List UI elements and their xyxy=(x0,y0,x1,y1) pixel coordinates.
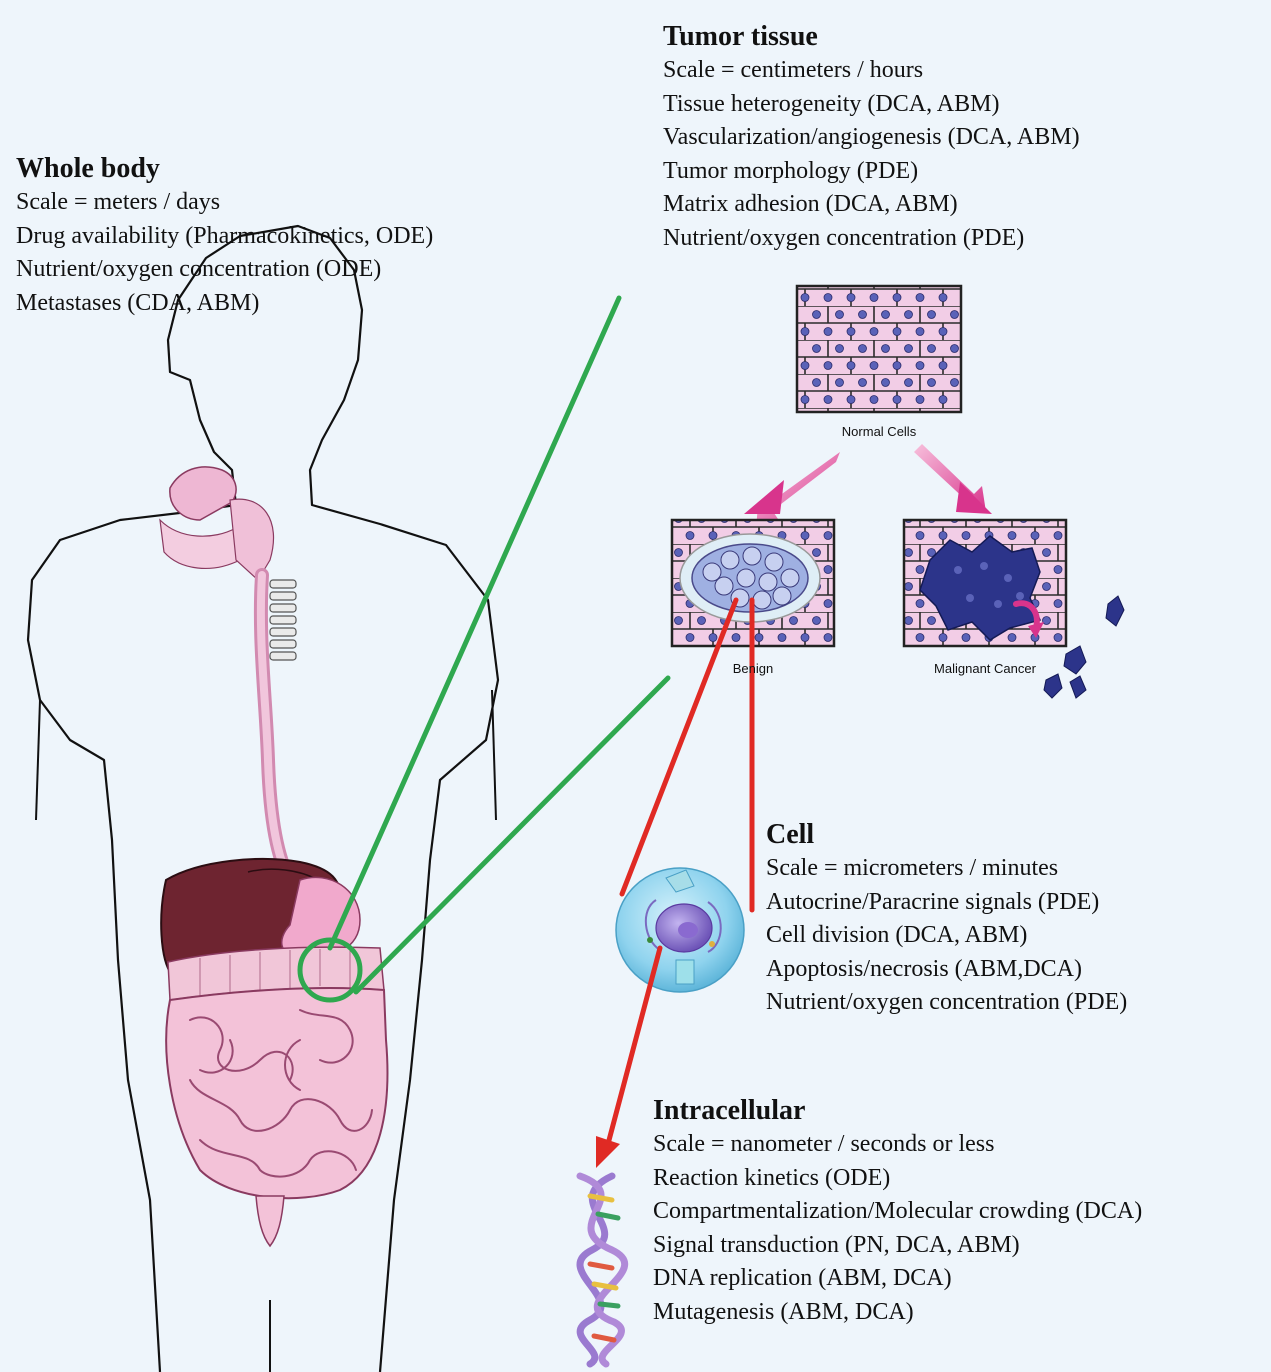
arrow-to-malignant-head xyxy=(956,482,992,514)
tumor-tissue-line: Vascularization/angiogenesis (DCA, ABM) xyxy=(663,121,1080,155)
whole-body-line: Drug availability (Pharmacokinetics, ODE… xyxy=(16,220,433,254)
tumor-tissue-connector xyxy=(330,298,619,948)
intracellular-title: Intracellular xyxy=(653,1094,1142,1128)
cell-line: Apoptosis/necrosis (ABM,DCA) xyxy=(766,953,1127,987)
tumor-tissue-line: Matrix adhesion (DCA, ABM) xyxy=(663,188,1080,222)
intracellular-line: Reaction kinetics (ODE) xyxy=(653,1162,1142,1196)
cell-line: Scale = micrometers / minutes xyxy=(766,852,1127,886)
cell-line: Cell division (DCA, ABM) xyxy=(766,919,1127,953)
tumor-tissue-line: Scale = centimeters / hours xyxy=(663,54,1080,88)
whole-body-title: Whole body xyxy=(16,152,433,186)
whole-body-line: Scale = meters / days xyxy=(16,186,433,220)
whole-body-block: Whole body Scale = meters / days Drug av… xyxy=(16,152,433,320)
human-body-illustration xyxy=(28,226,498,1372)
tumor-tissue-block: Tumor tissue Scale = centimeters / hours… xyxy=(663,20,1080,255)
cell-line: Autocrine/Paracrine signals (PDE) xyxy=(766,886,1127,920)
progression-arrows xyxy=(744,444,992,530)
green-connectors xyxy=(300,298,668,1000)
dna-helix xyxy=(580,1176,625,1364)
intracellular-line: Scale = nanometer / seconds or less xyxy=(653,1128,1142,1162)
arrow-to-benign-head xyxy=(744,480,784,514)
intracellular-arrow-head xyxy=(596,1136,620,1168)
arrow-to-benign xyxy=(756,452,840,530)
intracellular-block: Intracellular Scale = nanometer / second… xyxy=(653,1094,1142,1329)
normal-cells-label: Normal Cells xyxy=(797,424,961,439)
whole-body-line: Metastases (CDA, ABM) xyxy=(16,287,433,321)
tumor-tissue-title: Tumor tissue xyxy=(663,20,1080,54)
cell-line: Nutrient/oxygen concentration (PDE) xyxy=(766,986,1127,1020)
normal-cells-tissue xyxy=(797,286,961,412)
intracellular-line: Signal transduction (PN, DCA, ABM) xyxy=(653,1229,1142,1263)
tumor-tissue-line: Nutrient/oxygen concentration (PDE) xyxy=(663,222,1080,256)
intracellular-line: DNA replication (ABM, DCA) xyxy=(653,1262,1142,1296)
cell-illustration xyxy=(616,868,744,992)
intracellular-line: Mutagenesis (ABM, DCA) xyxy=(653,1296,1142,1330)
intracellular-line: Compartmentalization/Molecular crowding … xyxy=(653,1195,1142,1229)
benign-label: Benign xyxy=(672,661,834,676)
cell-title: Cell xyxy=(766,818,1127,852)
tumor-tissue-line: Tissue heterogeneity (DCA, ABM) xyxy=(663,88,1080,122)
malignant-label: Malignant Cancer xyxy=(904,661,1066,676)
whole-body-line: Nutrient/oxygen concentration (ODE) xyxy=(16,253,433,287)
cell-block: Cell Scale = micrometers / minutes Autoc… xyxy=(766,818,1127,1020)
tumor-tissue-line: Tumor morphology (PDE) xyxy=(663,155,1080,189)
